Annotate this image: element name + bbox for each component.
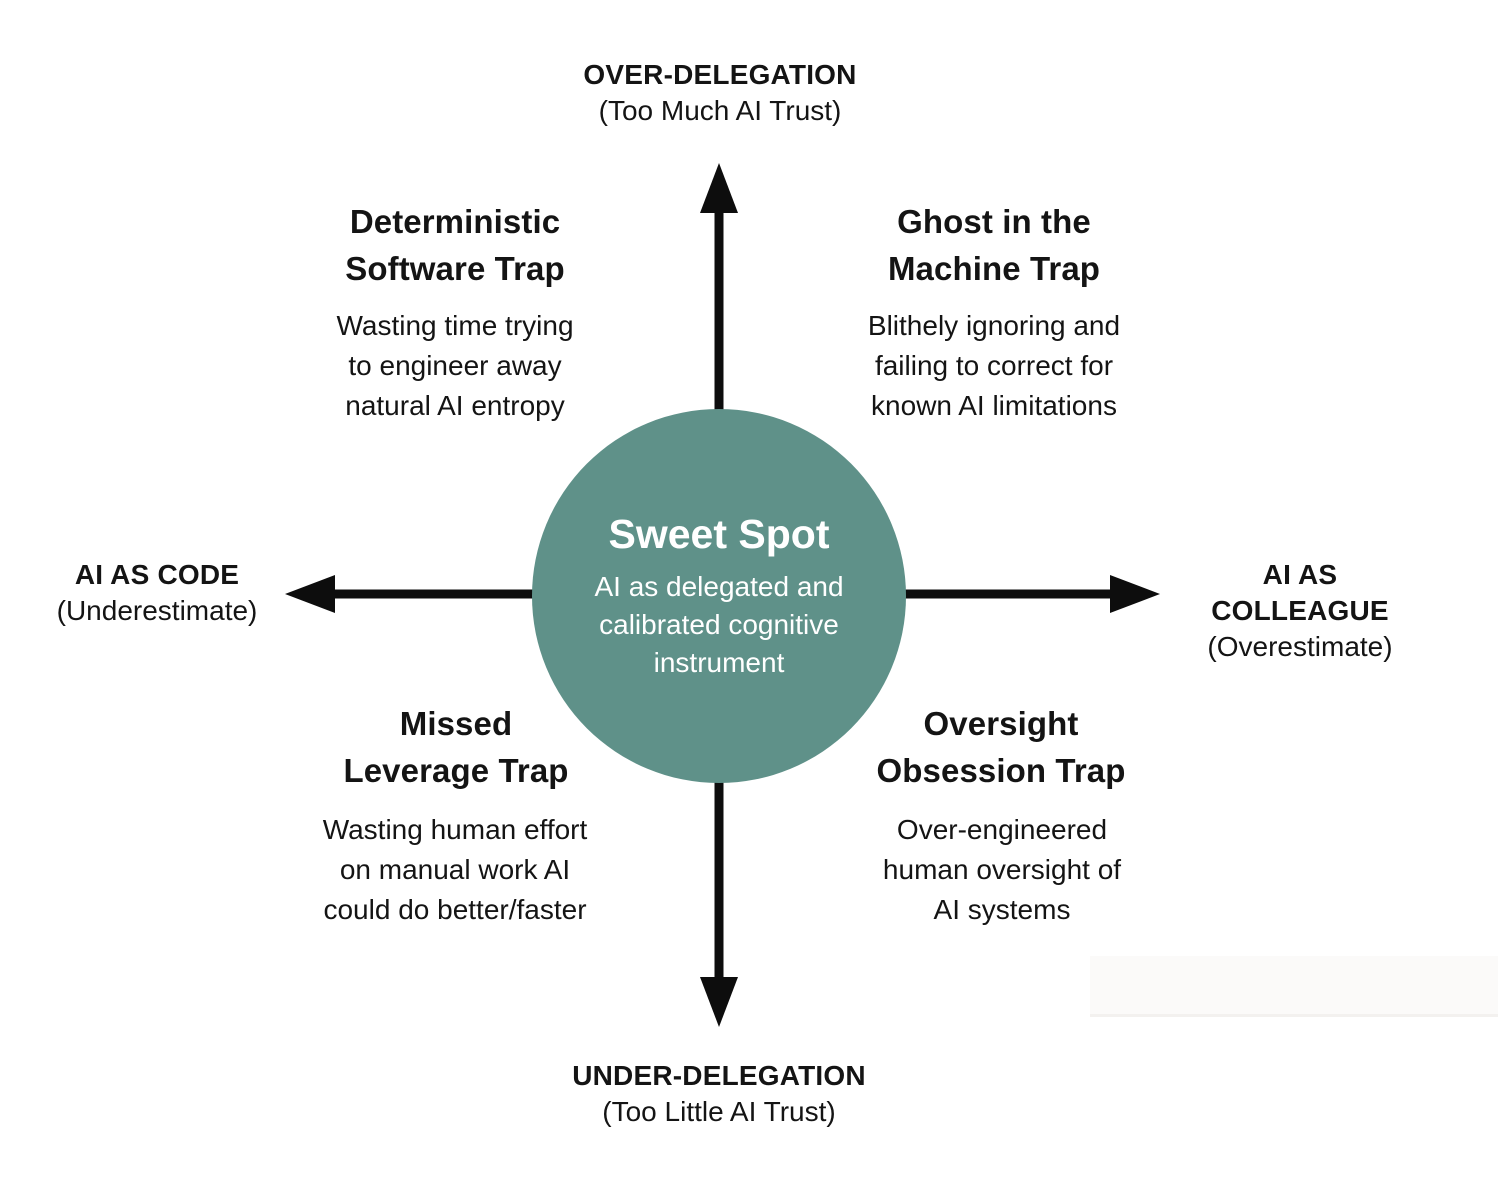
- axis-label-right: AI AS COLLEAGUE (Overestimate): [1201, 557, 1399, 665]
- sweet-spot-circle: Sweet Spot AI as delegated and calibrate…: [532, 409, 906, 783]
- axis-label-left: AI AS CODE (Underestimate): [57, 557, 258, 629]
- quadrant-bottom-right-title: Oversight Obsession Trap: [876, 705, 1126, 789]
- axis-label-right-title: AI AS COLLEAGUE: [1211, 559, 1389, 626]
- arrowhead-right-icon: [1110, 575, 1160, 613]
- axis-label-top-subtitle: (Too Much AI Trust): [598, 95, 842, 126]
- quadrant-top-left-title: Deterministic Software Trap: [345, 203, 565, 287]
- axis-label-left-subtitle: (Underestimate): [56, 595, 258, 626]
- axis-label-right-subtitle: (Overestimate): [1207, 631, 1393, 662]
- axis-label-top-title: OVER-DELEGATION: [583, 59, 857, 90]
- sweet-spot-title: Sweet Spot: [608, 511, 830, 557]
- arrowhead-down-icon: [700, 977, 738, 1027]
- quadrant-bottom-right-description: Over-engineered human oversight of AI sy…: [882, 814, 1122, 925]
- quadrant-bottom-left-title: Missed Leverage Trap: [343, 705, 569, 789]
- arrowhead-left-icon: [285, 575, 335, 613]
- axis-label-left-title: AI AS CODE: [74, 559, 240, 590]
- quadrant-top-right-title: Ghost in the Machine Trap: [887, 203, 1101, 287]
- sweet-spot-description: AI as delegated and calibrated cognitive…: [594, 571, 844, 678]
- axis-label-bottom: UNDER-DELEGATION (Too Little AI Trust): [572, 1058, 866, 1130]
- axis-label-top: OVER-DELEGATION (Too Much AI Trust): [583, 57, 856, 129]
- quadrant-top-right-description: Blithely ignoring and failing to correct…: [867, 310, 1121, 421]
- arrowhead-up-icon: [700, 163, 738, 213]
- axis-label-bottom-subtitle: (Too Little AI Trust): [602, 1096, 836, 1127]
- axis-label-bottom-title: UNDER-DELEGATION: [572, 1060, 866, 1091]
- quadrant-bottom-left-description: Wasting human effort on manual work AI c…: [322, 814, 588, 925]
- quadrant-top-left-description: Wasting time trying to engineer away nat…: [336, 310, 574, 421]
- background-artifact-band: [1090, 956, 1498, 1017]
